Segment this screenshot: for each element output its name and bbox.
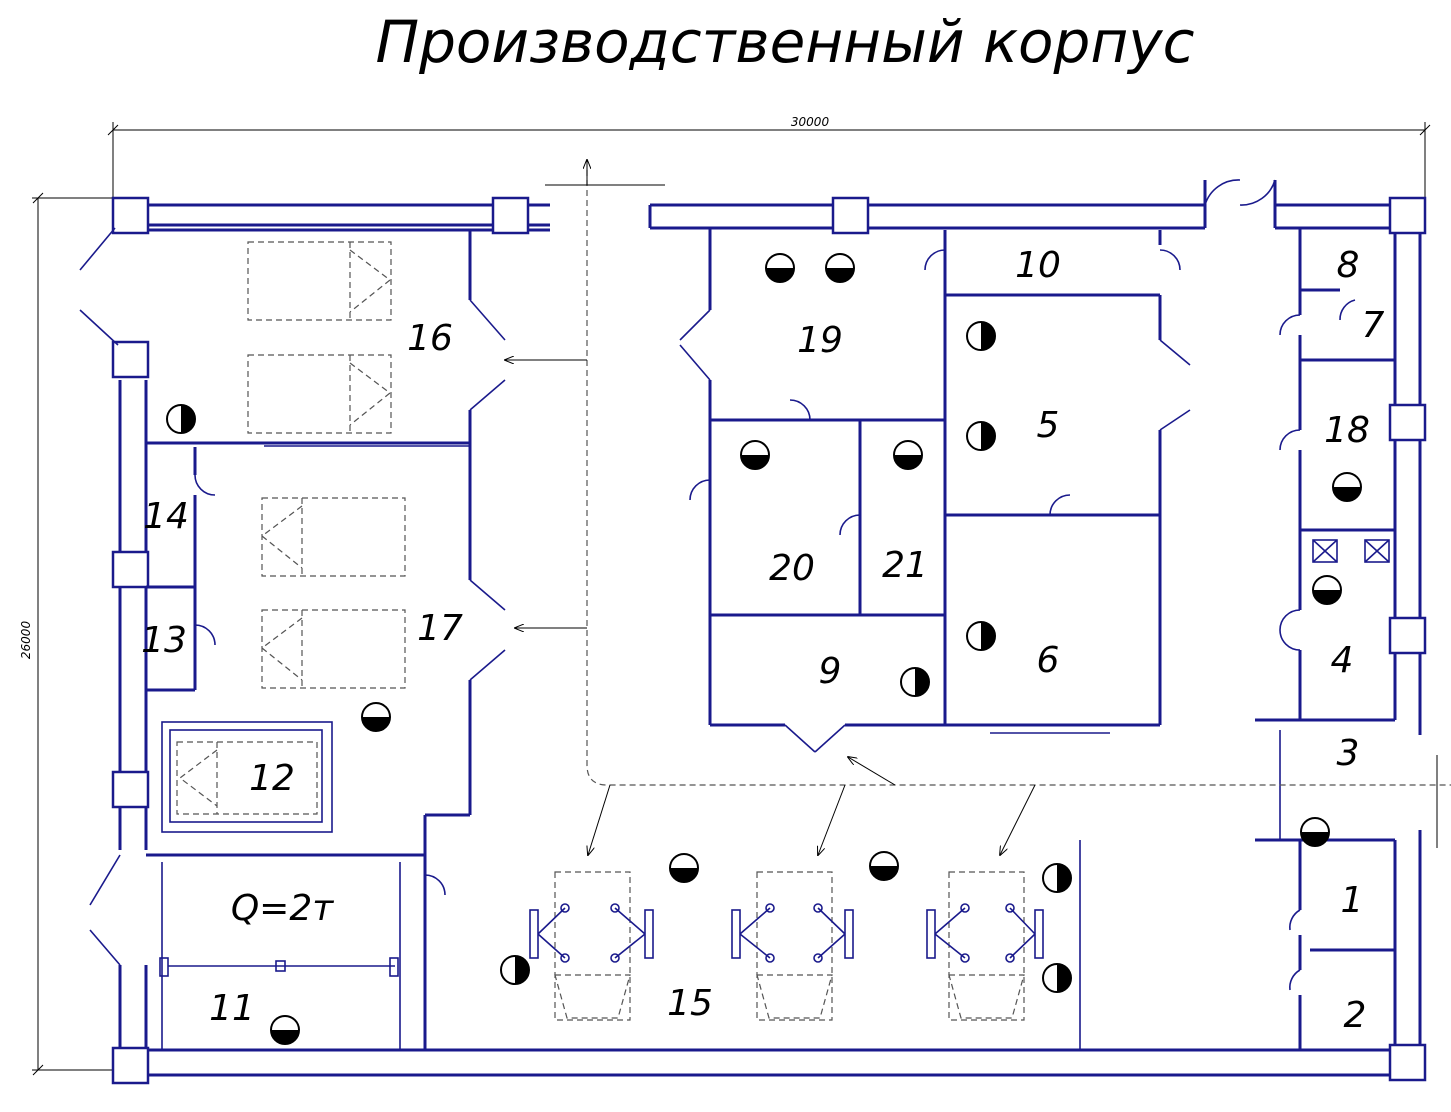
width-dimension-label: 30000	[791, 115, 830, 129]
room-label-19: 19	[797, 320, 843, 361]
lamp-symbol-icon	[893, 440, 923, 470]
room-label-18: 18	[1324, 410, 1370, 451]
room-labels: 1 2 3 4 5 6 7 8 9 10 11 12 13 14 15 16 1…	[141, 245, 1384, 1036]
room-label-9: 9	[819, 651, 842, 692]
lamp-symbol-icon	[1300, 817, 1330, 847]
outer-walls	[118, 180, 1422, 1077]
interior-walls	[146, 228, 1438, 1050]
room-label-6: 6	[1037, 640, 1060, 681]
lamp-symbol-icon	[1042, 863, 1072, 893]
room-label-4: 4	[1331, 640, 1354, 681]
sinks	[1312, 539, 1390, 563]
lamp-symbol-icon	[825, 253, 855, 283]
height-dimension-label: 26000	[19, 621, 33, 660]
room-label-15: 15	[667, 983, 713, 1024]
lamp-symbol-icon	[500, 955, 530, 985]
plan-title: Производственный корпус	[376, 8, 1195, 76]
room-label-3: 3	[1337, 733, 1360, 774]
vehicle-bays	[176, 241, 406, 815]
width-dimension: 30000	[107, 115, 1431, 200]
room-label-5: 5	[1037, 405, 1060, 446]
lamp-symbol-icon	[166, 404, 196, 434]
crane-beam	[159, 957, 399, 977]
lamp-symbol-icon	[765, 253, 795, 283]
lamp-symbol-icon	[361, 702, 391, 732]
room-label-21: 21	[882, 545, 928, 586]
room-label-16: 16	[407, 318, 453, 359]
lamp-symbol-icon	[669, 853, 699, 883]
room-label-17: 17	[417, 608, 463, 649]
room-label-12: 12	[249, 758, 295, 799]
lifts	[529, 871, 1044, 1021]
room-label-11: 11	[209, 988, 255, 1029]
doors	[79, 179, 1356, 991]
lamp-symbol-icon	[1332, 472, 1362, 502]
room-label-8: 8	[1337, 245, 1360, 286]
lamp-symbol-icon	[966, 621, 996, 651]
traffic-routes	[505, 160, 1451, 855]
room-label-13: 13	[141, 620, 187, 661]
room-label-20: 20	[769, 548, 815, 589]
electrical-symbols	[166, 253, 1362, 1045]
room-label-10: 10	[1015, 245, 1061, 286]
lamp-symbol-icon	[740, 440, 770, 470]
crane-capacity-label: Q=2т	[231, 888, 334, 929]
room-label-7: 7	[1362, 305, 1385, 346]
room-label-2: 2	[1344, 995, 1367, 1036]
lamp-symbol-icon	[966, 421, 996, 451]
lamp-symbol-icon	[1042, 963, 1072, 993]
columns	[111, 196, 1427, 1085]
lamp-symbol-icon	[869, 851, 899, 881]
room-label-1: 1	[1341, 880, 1364, 921]
lamp-symbol-icon	[900, 667, 930, 697]
height-dimension: 26000	[19, 192, 118, 1076]
lamp-symbol-icon	[1312, 575, 1342, 605]
lamp-symbol-icon	[966, 321, 996, 351]
room-label-14: 14	[143, 496, 189, 537]
lamp-symbol-icon	[270, 1015, 300, 1045]
